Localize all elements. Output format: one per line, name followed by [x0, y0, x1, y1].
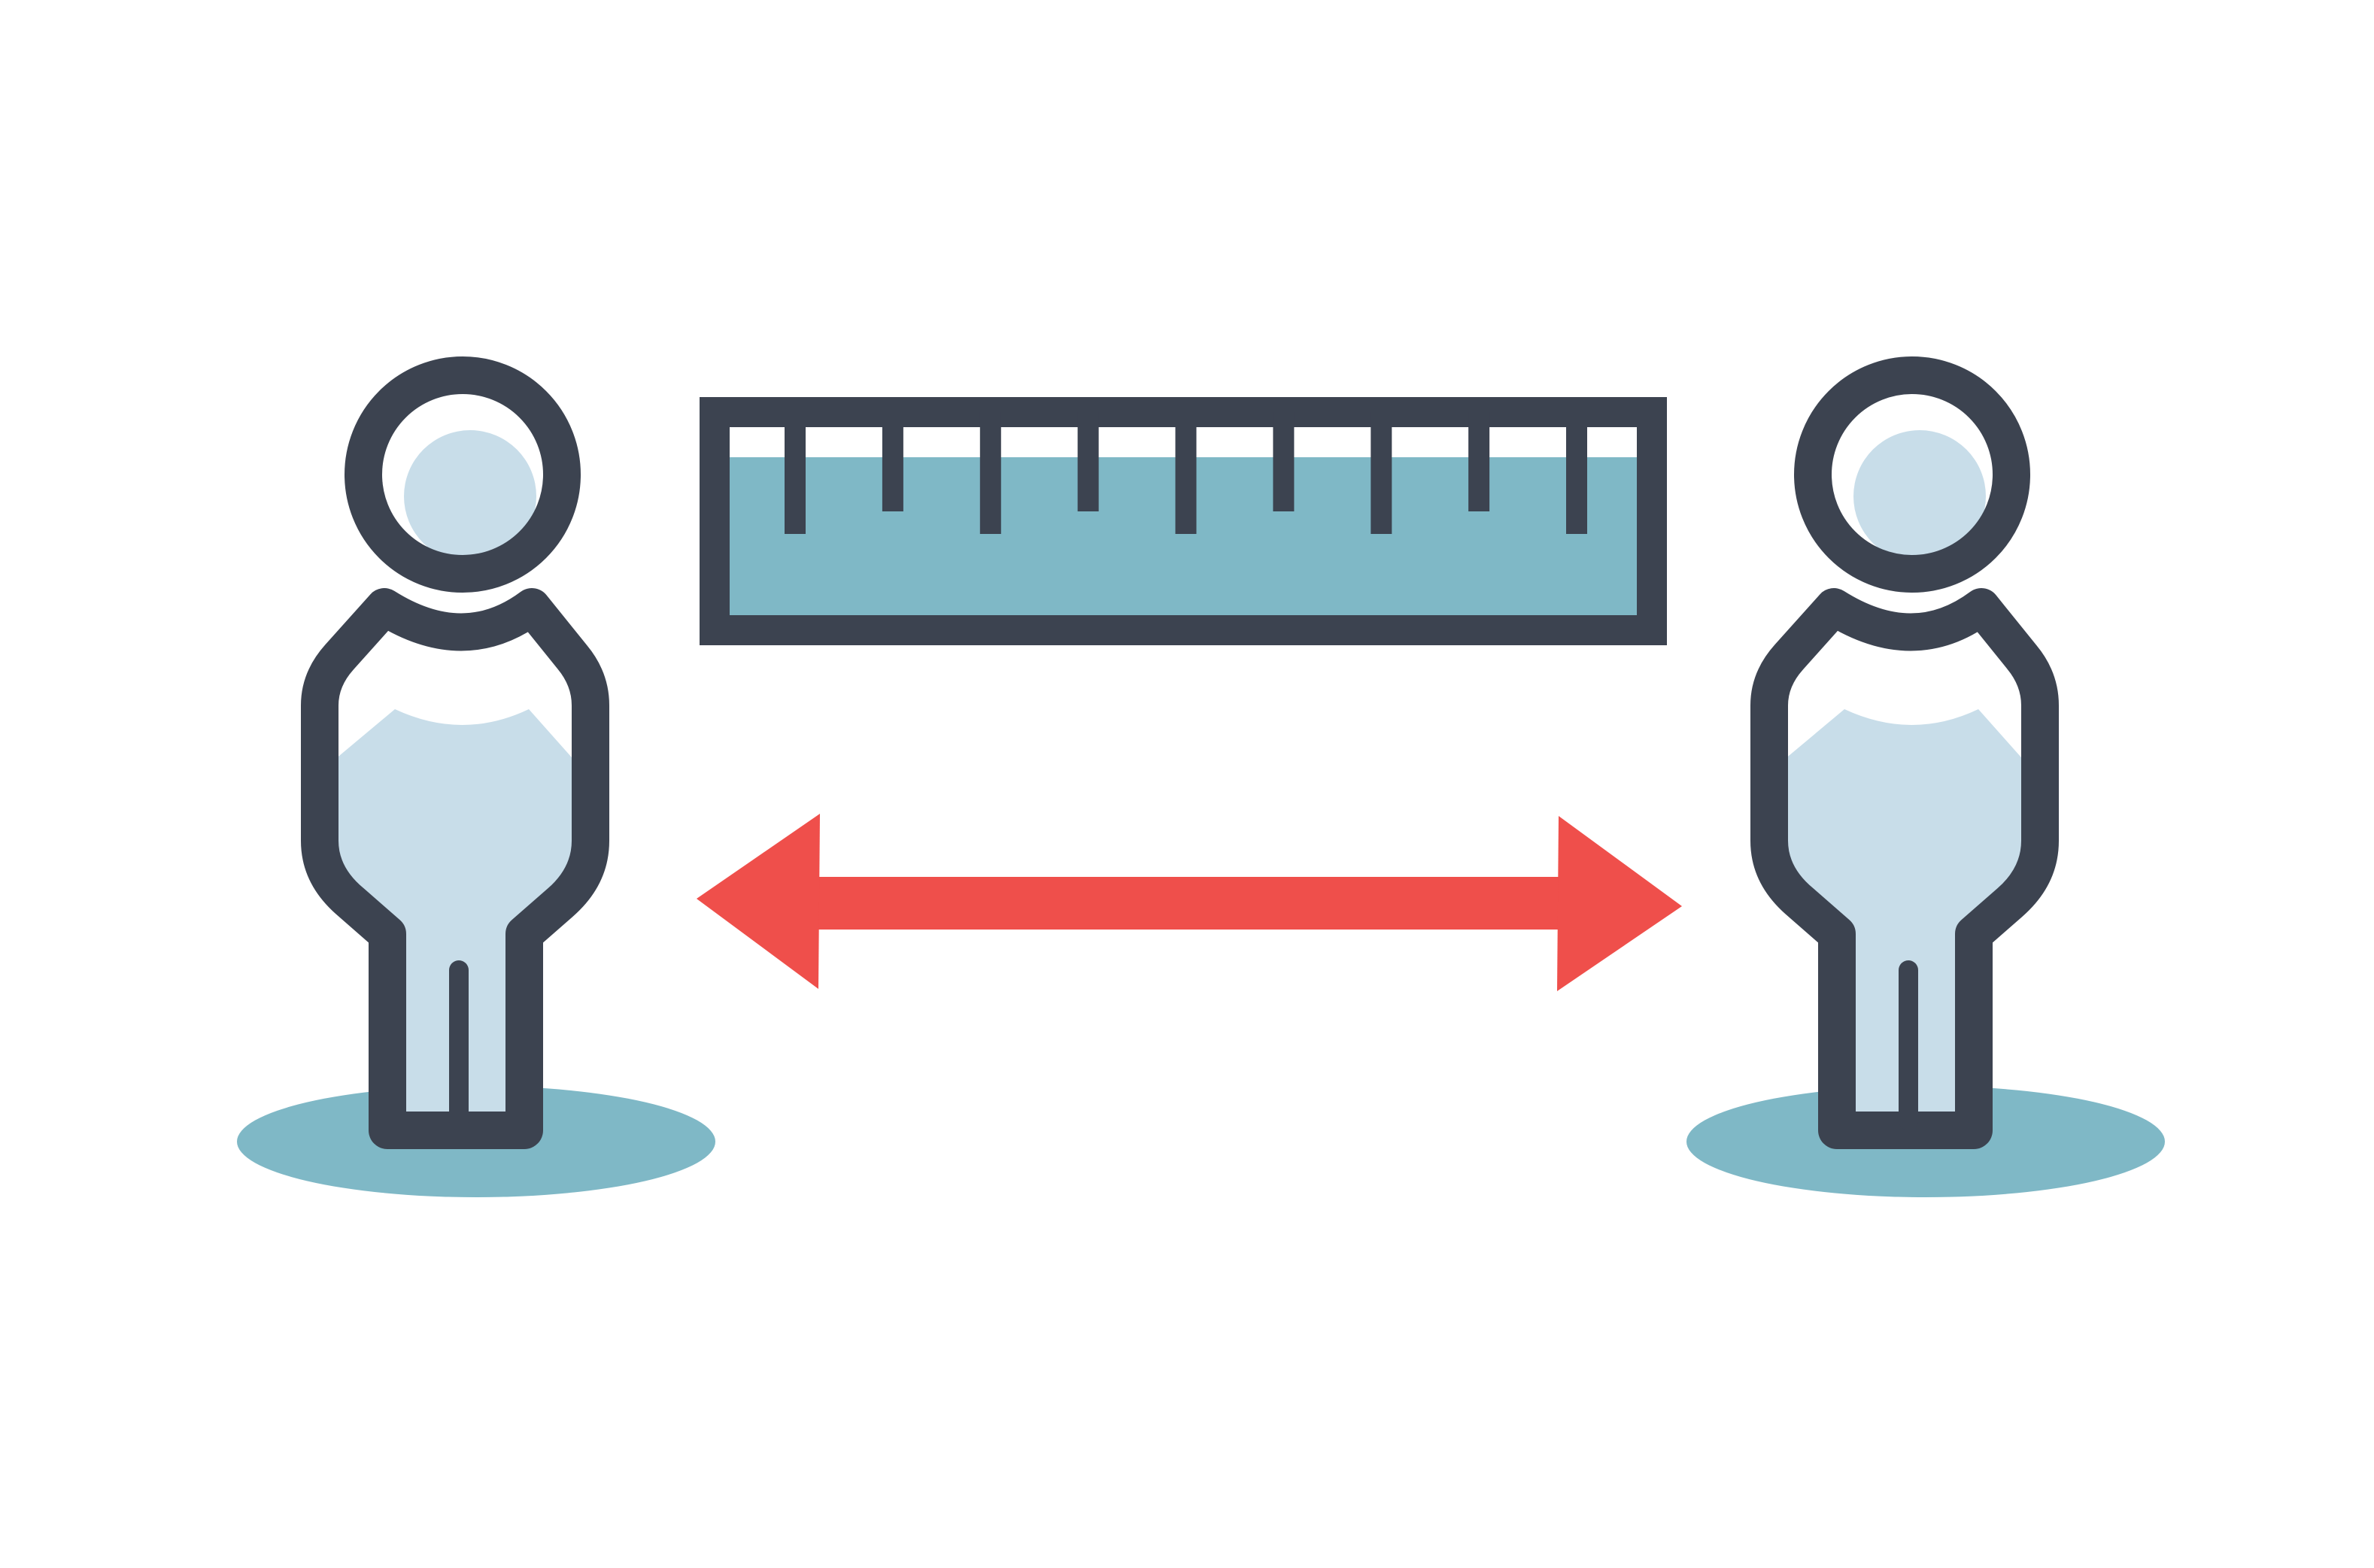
ruler-tick-long — [979, 412, 1001, 534]
arrow-head-right — [1557, 816, 1682, 991]
person-left-icon — [237, 375, 715, 1197]
ruler-tick-long — [1566, 412, 1587, 534]
ruler-tick-long — [785, 412, 806, 534]
ruler-tick-short — [882, 412, 903, 511]
ruler-tick-long — [1371, 412, 1392, 534]
arrow-shaft — [812, 877, 1580, 930]
ruler-tick-long — [1175, 412, 1197, 534]
ruler-tick-short — [1273, 412, 1295, 511]
person-right-icon — [1686, 375, 2165, 1197]
ruler-ticks — [785, 412, 1587, 534]
distance-arrow-icon — [697, 814, 1682, 991]
ruler-tick-short — [1468, 412, 1490, 511]
ruler-icon — [700, 397, 1667, 645]
ruler-tick-short — [1077, 412, 1099, 511]
arrow-head-left — [697, 814, 820, 989]
